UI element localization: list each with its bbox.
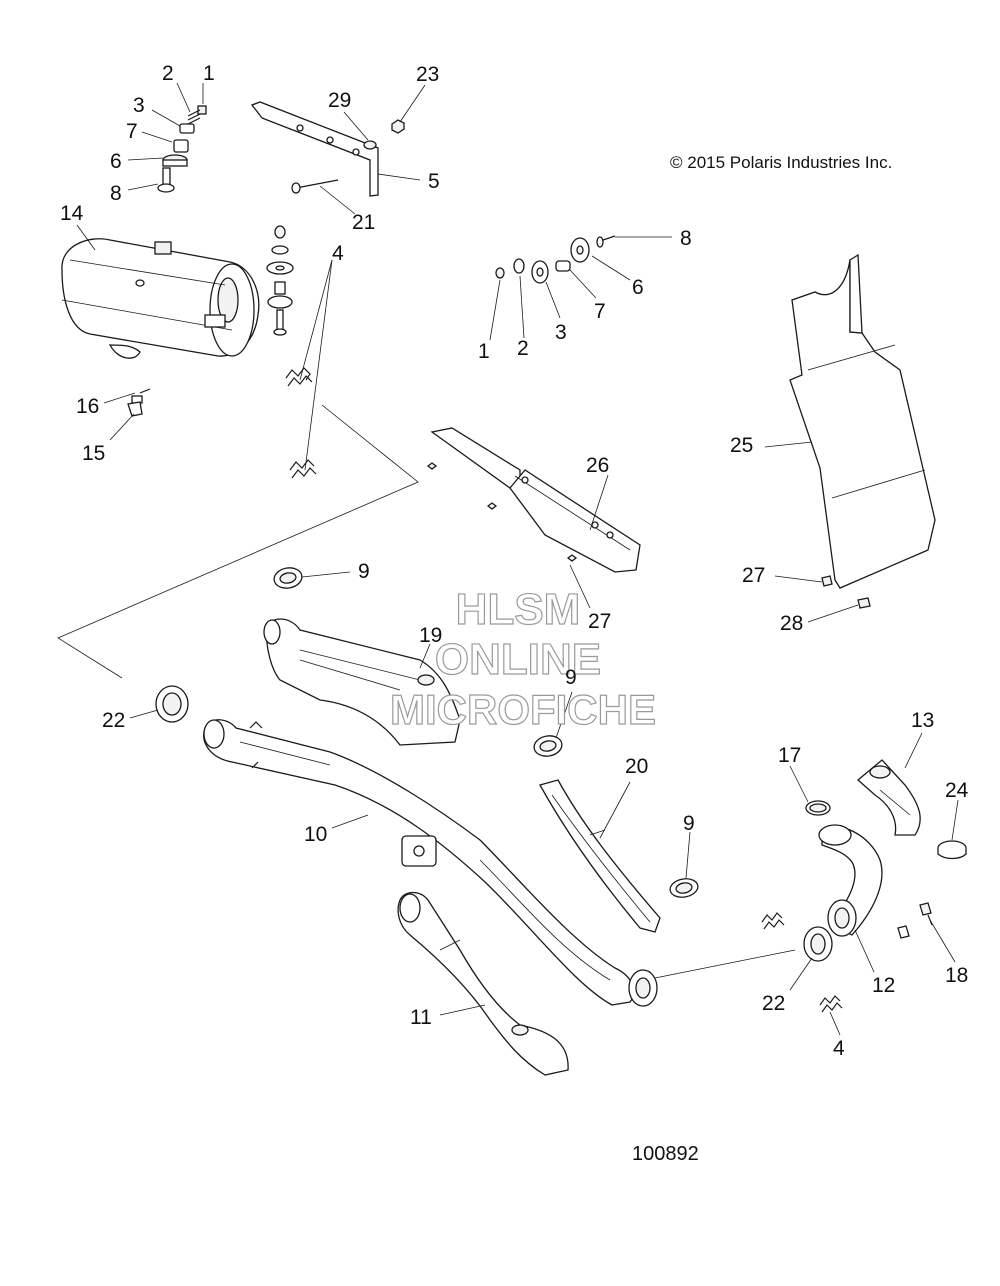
callout-9-middle: 9 bbox=[565, 666, 577, 689]
muffler-mount-hardware-left bbox=[157, 105, 207, 193]
assembly-reference-lines bbox=[57, 404, 796, 979]
callout-10: 10 bbox=[304, 823, 327, 846]
callout-17: 17 bbox=[778, 744, 801, 767]
watermark-line-1: HLSM bbox=[456, 585, 581, 634]
callout-22-right: 22 bbox=[762, 992, 785, 1015]
pipe-part-11 bbox=[397, 891, 569, 1076]
callout-16: 16 bbox=[76, 395, 99, 418]
heat-shield-part-25 bbox=[789, 253, 936, 609]
head-pipe-part-10 bbox=[203, 719, 658, 1007]
sensor-part-18 bbox=[897, 902, 933, 939]
callout-5: 5 bbox=[428, 170, 440, 193]
callout-4-upper: 4 bbox=[332, 242, 344, 265]
callout-7: 7 bbox=[126, 120, 138, 143]
callout-7-right: 7 bbox=[594, 300, 606, 323]
callout-19: 19 bbox=[419, 624, 442, 647]
copyright-notice: © 2015 Polaris Industries Inc. bbox=[670, 153, 892, 172]
callout-9-top: 9 bbox=[358, 560, 370, 583]
plug-part-24 bbox=[937, 840, 967, 860]
callout-leader-lines bbox=[76, 82, 959, 1036]
callout-21: 21 bbox=[352, 211, 375, 234]
muffler-plug-hardware bbox=[127, 388, 151, 417]
o-ring-part-17 bbox=[805, 800, 831, 816]
springs-part-4-lower bbox=[761, 912, 843, 1013]
pipe-part-19 bbox=[263, 618, 461, 746]
callout-1: 1 bbox=[203, 62, 215, 85]
callout-28: 28 bbox=[780, 612, 803, 635]
callout-9-lower: 9 bbox=[683, 812, 695, 835]
callout-25: 25 bbox=[730, 434, 753, 457]
heat-shield-part-26 bbox=[426, 427, 641, 573]
callout-27-center: 27 bbox=[588, 610, 611, 633]
elbow-part-12 bbox=[818, 824, 883, 937]
callout-1-right: 1 bbox=[478, 340, 490, 363]
callout-8-right: 8 bbox=[680, 227, 692, 250]
callout-8: 8 bbox=[110, 182, 122, 205]
muffler-mount-stack-center bbox=[266, 225, 294, 336]
callout-20: 20 bbox=[625, 755, 648, 778]
callout-23: 23 bbox=[416, 63, 439, 86]
gasket-part-22-right bbox=[803, 926, 833, 962]
callout-13: 13 bbox=[911, 709, 934, 732]
callout-6: 6 bbox=[110, 150, 122, 173]
callout-3-right: 3 bbox=[555, 321, 567, 344]
callout-2: 2 bbox=[162, 62, 174, 85]
callout-18: 18 bbox=[945, 964, 968, 987]
figure-number: 100892 bbox=[632, 1143, 699, 1165]
bracket-part-5 bbox=[250, 101, 405, 197]
callout-2-right: 2 bbox=[517, 337, 529, 360]
pipe-part-20 bbox=[539, 779, 661, 933]
callout-24: 24 bbox=[945, 779, 969, 802]
callout-labels: 1 2 3 7 6 8 29 23 5 21 14 8 6 7 3 2 1 4 … bbox=[60, 62, 969, 1060]
callout-27-right: 27 bbox=[742, 564, 765, 587]
callout-3: 3 bbox=[133, 94, 145, 117]
muffler-part-14 bbox=[61, 238, 260, 359]
watermark-line-3: MICROFICHE bbox=[390, 686, 656, 733]
flange-part-13 bbox=[857, 759, 921, 836]
clamps-part-9 bbox=[273, 567, 699, 898]
callout-14: 14 bbox=[60, 202, 84, 225]
callout-22-left: 22 bbox=[102, 709, 125, 732]
callout-29: 29 bbox=[328, 89, 351, 112]
callout-4-lower: 4 bbox=[833, 1037, 845, 1060]
callout-15: 15 bbox=[82, 442, 105, 465]
mount-hardware-right bbox=[495, 235, 616, 284]
callout-26: 26 bbox=[586, 454, 609, 477]
callout-6-right: 6 bbox=[632, 276, 644, 299]
callout-12: 12 bbox=[872, 974, 895, 997]
watermark-line-2: ONLINE bbox=[435, 635, 601, 684]
springs-part-4-upper bbox=[285, 367, 317, 479]
gasket-part-22-left bbox=[155, 685, 189, 723]
callout-11: 11 bbox=[410, 1006, 432, 1029]
watermark: HLSM ONLINE MICROFICHE bbox=[389, 584, 656, 733]
